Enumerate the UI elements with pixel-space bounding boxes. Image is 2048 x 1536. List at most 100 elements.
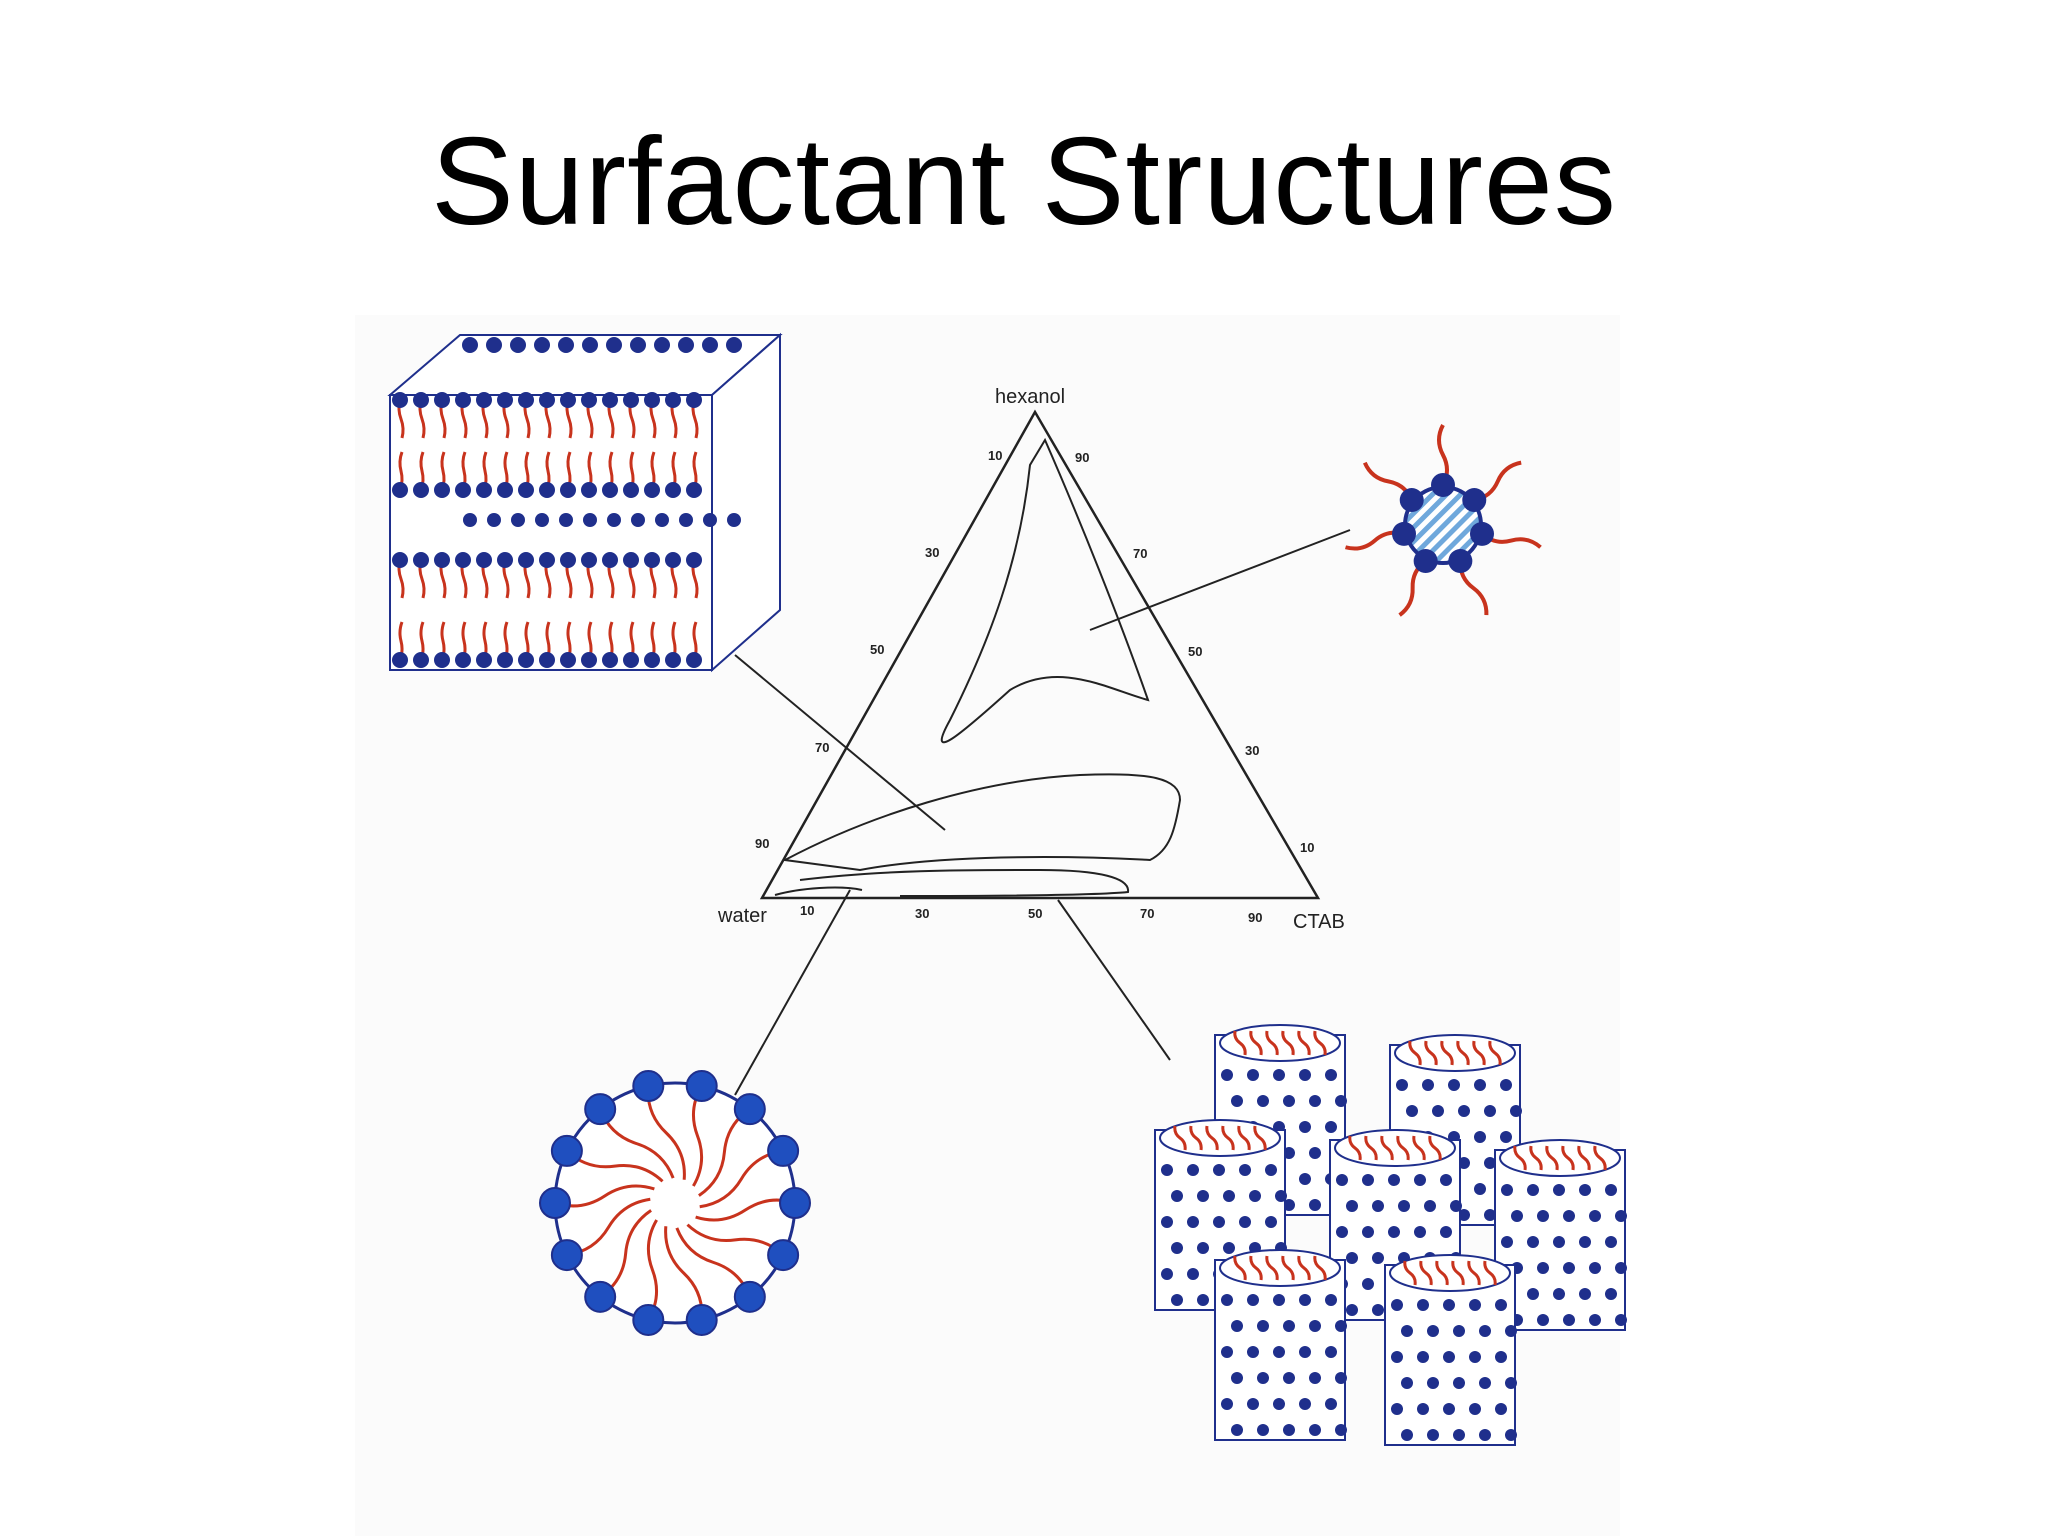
lipid-head xyxy=(1396,1079,1408,1091)
lipid-head xyxy=(1495,1403,1507,1415)
lipid-head xyxy=(1605,1288,1617,1300)
lipid-head xyxy=(518,652,534,668)
lipid-head xyxy=(1299,1069,1311,1081)
lipid-head xyxy=(1537,1210,1549,1222)
lipid-tail xyxy=(1380,1135,1394,1161)
lipid-head xyxy=(1417,1299,1429,1311)
lipid-head xyxy=(1474,1079,1486,1091)
connector-reverse-micelle xyxy=(1089,529,1351,631)
lipid-head xyxy=(1440,1226,1452,1238)
lipid-head xyxy=(655,513,669,527)
lipid-head xyxy=(1231,1320,1243,1332)
lipid-head xyxy=(631,513,645,527)
lipid-head xyxy=(1401,1429,1413,1441)
lipid-tail xyxy=(1451,1260,1465,1286)
lipid-head xyxy=(1309,1199,1321,1211)
bottom-tick: 50 xyxy=(1028,906,1042,921)
lipid-head xyxy=(1223,1242,1235,1254)
lipid-head xyxy=(1391,1299,1403,1311)
lipid-head xyxy=(1299,1173,1311,1185)
lipid-head xyxy=(413,652,429,668)
lipid-head xyxy=(602,482,618,498)
lipid-tail xyxy=(1545,1145,1559,1171)
lipid-head xyxy=(1505,1429,1517,1441)
connector-spherical-micelle xyxy=(734,889,851,1096)
lipid-head xyxy=(1450,1200,1462,1212)
ternary-phase-diagram: hexanol water CTAB 10 30 50 70 90 90 70 … xyxy=(717,386,1345,933)
lipid-head xyxy=(644,392,660,408)
lipid-head xyxy=(1605,1236,1617,1248)
lipid-head xyxy=(487,513,501,527)
lipid-head xyxy=(1453,1325,1465,1337)
lipid-head xyxy=(654,337,670,353)
lipid-head xyxy=(1273,1069,1285,1081)
lipid-head xyxy=(413,392,429,408)
lipid-head xyxy=(1336,1226,1348,1238)
lipid-head xyxy=(1247,1069,1259,1081)
lipid-tail xyxy=(1297,1255,1311,1281)
lipid-head xyxy=(686,652,702,668)
lipid-head xyxy=(1257,1372,1269,1384)
hexagonal-cylinders-illustration xyxy=(1154,1024,1627,1446)
lipid-tail xyxy=(1233,1255,1247,1281)
lipid-head xyxy=(1221,1294,1233,1306)
lipid-head xyxy=(560,482,576,498)
slide-title: Surfactant Structures xyxy=(431,113,1617,251)
lipid-head xyxy=(1417,1351,1429,1363)
lipid-head xyxy=(1221,1069,1233,1081)
vertex-label-right: CTAB xyxy=(1293,911,1345,933)
lipid-tail xyxy=(1173,1125,1187,1151)
lipid-head xyxy=(1283,1424,1295,1436)
connector-hexagonal xyxy=(1057,899,1171,1061)
lipid-tail xyxy=(1472,1040,1486,1066)
lipid-head xyxy=(1231,1095,1243,1107)
right-tick: 10 xyxy=(1300,840,1314,855)
lipid-head xyxy=(767,1134,800,1167)
lipid-head xyxy=(1563,1262,1575,1274)
lipid-head xyxy=(534,337,550,353)
lipid-head xyxy=(1511,1210,1523,1222)
lipid-head xyxy=(686,552,702,568)
lipid-tail xyxy=(1313,1255,1327,1281)
lipid-head xyxy=(1362,1174,1374,1186)
lipid-head xyxy=(1335,1424,1347,1436)
lipid-head xyxy=(518,392,534,408)
lipid-tail xyxy=(1297,1030,1311,1056)
lipid-head xyxy=(1335,1320,1347,1332)
right-edge-ticks: 90 70 50 30 10 xyxy=(1075,450,1314,855)
lipid-head xyxy=(1283,1372,1295,1384)
right-tick: 90 xyxy=(1075,450,1089,465)
lipid-head xyxy=(1469,1299,1481,1311)
lipid-head xyxy=(1221,1346,1233,1358)
connector-lines xyxy=(734,529,1351,1096)
lipid-head xyxy=(1265,1216,1277,1228)
lipid-head xyxy=(1265,1164,1277,1176)
lipid-head xyxy=(1247,1398,1259,1410)
lipid-tail xyxy=(1281,1030,1295,1056)
left-tick: 30 xyxy=(925,545,939,560)
lamellar-bilayer-illustration xyxy=(387,332,783,673)
lipid-head xyxy=(1161,1268,1173,1280)
lipid-head xyxy=(1275,1190,1287,1202)
lipid-head xyxy=(703,513,717,527)
lipid-tail xyxy=(1265,1255,1279,1281)
lipid-head xyxy=(434,482,450,498)
lipid-head xyxy=(511,513,525,527)
lipid-head xyxy=(1231,1424,1243,1436)
lipid-tail xyxy=(1577,1145,1591,1171)
lipid-head xyxy=(1479,1429,1491,1441)
lipid-head xyxy=(1362,1278,1374,1290)
lipid-head xyxy=(1299,1121,1311,1133)
lipid-head xyxy=(1414,1226,1426,1238)
lipid-head xyxy=(1257,1320,1269,1332)
lipid-head xyxy=(623,552,639,568)
lipid-head xyxy=(581,392,597,408)
lipid-tail xyxy=(1467,1260,1481,1286)
lipid-head xyxy=(1448,1079,1460,1091)
lipid-head xyxy=(679,513,693,527)
lipid-head xyxy=(1401,1377,1413,1389)
lipid-head xyxy=(1505,1325,1517,1337)
lipid-head xyxy=(1413,549,1438,574)
lipid-head xyxy=(1443,1351,1455,1363)
